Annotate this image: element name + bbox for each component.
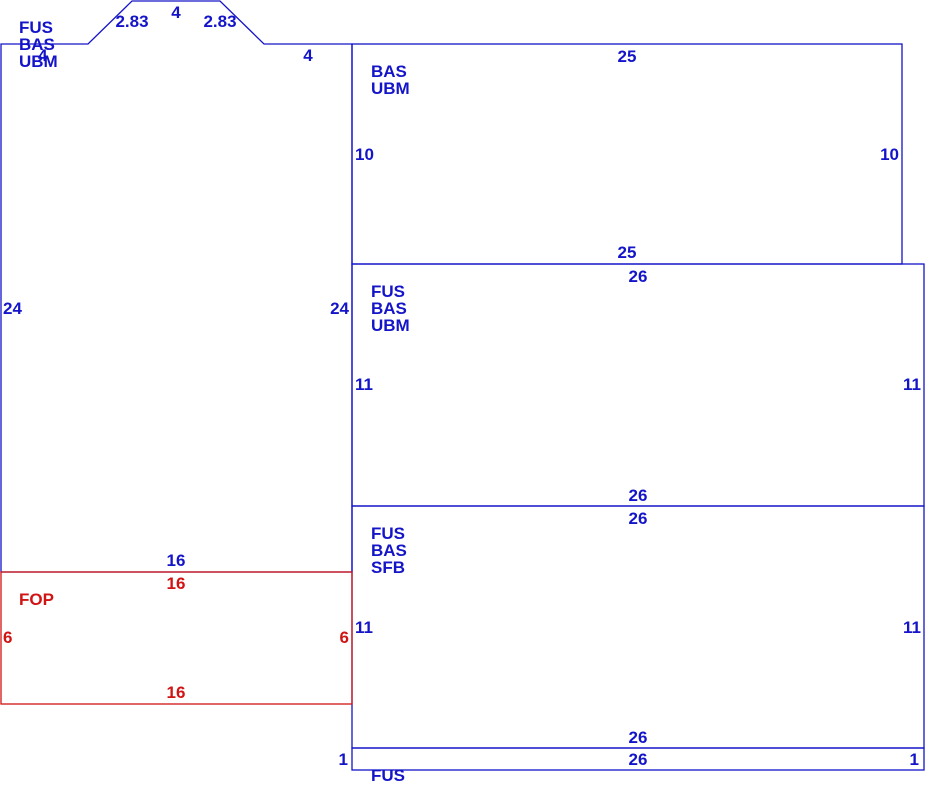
main-house-code-3: UBM <box>19 52 58 71</box>
wing-lower-top-dim: 26 <box>629 509 648 528</box>
porch-code: FOP <box>19 590 54 609</box>
wing-top-top-dim: 25 <box>618 47 637 66</box>
wing-middle-top-dim: 26 <box>629 267 648 286</box>
main-house-right-top-dim: 4 <box>303 46 313 65</box>
porch-top-dim: 16 <box>167 574 186 593</box>
wing-middle-code-1: FUS <box>371 282 405 301</box>
wing-top-outline <box>351 43 903 265</box>
porch-bottom-dim: 16 <box>167 683 186 702</box>
porch-outline <box>0 571 353 705</box>
main-house-right-dim: 24 <box>330 299 349 318</box>
wing-top-bottom-dim: 25 <box>618 243 637 262</box>
wing-lower-code-2: BAS <box>371 541 407 560</box>
wing-middle-outline <box>351 263 925 507</box>
main-house-overlap-mark: 4 <box>38 46 48 65</box>
wing-lower-code-1: FUS <box>371 524 405 543</box>
main-house-bay-right-dim: 2.83 <box>203 12 236 31</box>
wing-top-left-dim: 10 <box>355 145 374 164</box>
strip-outline <box>351 747 925 771</box>
wing-middle-right-dim: 11 <box>903 375 921 394</box>
main-house-outline <box>0 0 353 573</box>
main-house-bay-top-dim: 4 <box>171 3 181 22</box>
porch-left-dim: 6 <box>3 628 12 647</box>
main-house-bottom-dim: 16 <box>167 551 186 570</box>
wing-lower-bottom-dim: 26 <box>629 728 648 747</box>
main-house-code-2: BAS <box>19 35 55 54</box>
wing-lower-right-dim: 11 <box>903 618 921 637</box>
wing-top-right-dim: 10 <box>880 145 899 164</box>
wing-lower-outline <box>351 505 925 749</box>
strip-right-dim: 1 <box>910 750 919 769</box>
porch-right-dim: 6 <box>340 628 349 647</box>
main-house-code-1: FUS <box>19 18 53 37</box>
wing-top-code-1: BAS <box>371 62 407 81</box>
wing-top-code-2: UBM <box>371 79 410 98</box>
wing-middle-left-dim: 11 <box>355 375 373 394</box>
wing-lower-left-dim: 11 <box>355 618 373 637</box>
main-house-bay-left-dim: 2.83 <box>115 12 148 31</box>
wing-middle-bottom-dim: 26 <box>629 486 648 505</box>
strip-code-1: FUS <box>371 766 405 785</box>
wing-middle-code-2: BAS <box>371 299 407 318</box>
wing-middle-code-3: UBM <box>371 316 410 335</box>
strip-top-dim: 26 <box>629 750 648 769</box>
strip-left-dim: 1 <box>339 750 348 769</box>
main-house-left-dim: 24 <box>3 299 22 318</box>
wing-lower-code-3: SFB <box>371 558 405 577</box>
